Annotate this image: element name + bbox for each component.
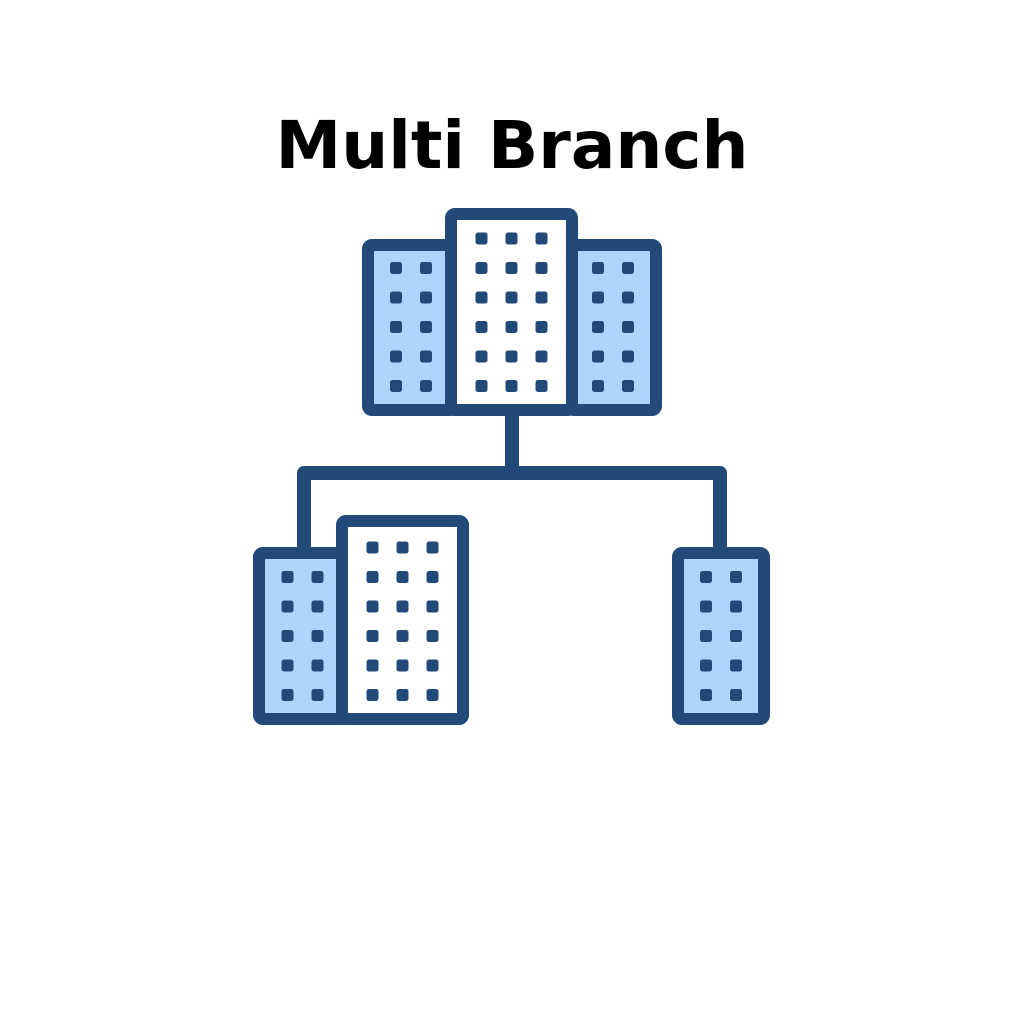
window — [366, 630, 379, 642]
window — [420, 262, 432, 274]
branch-right-building — [672, 547, 770, 725]
window — [390, 262, 402, 274]
window — [281, 659, 294, 672]
window — [420, 350, 432, 363]
hq-right-tower-body — [564, 239, 662, 416]
window — [366, 689, 379, 701]
window — [420, 321, 432, 333]
window — [475, 380, 488, 392]
window — [505, 291, 518, 304]
hq-left-tower-body — [362, 239, 460, 416]
window — [366, 541, 379, 554]
window — [535, 291, 548, 304]
window — [390, 321, 402, 333]
window — [396, 659, 409, 672]
window — [622, 291, 634, 304]
window — [366, 571, 379, 583]
page-title: Multi Branch — [275, 107, 749, 184]
window — [592, 350, 604, 363]
window — [426, 541, 439, 554]
window — [396, 689, 409, 701]
window — [420, 380, 432, 392]
window — [390, 350, 402, 363]
window — [592, 380, 604, 392]
window — [730, 571, 742, 583]
branch-right-body — [672, 547, 770, 725]
window — [426, 600, 439, 613]
window — [505, 232, 518, 245]
window — [535, 262, 548, 274]
hq-left-tower-building — [362, 239, 460, 416]
window — [535, 350, 548, 363]
window — [622, 380, 634, 392]
window — [700, 659, 712, 672]
window — [311, 571, 324, 583]
window — [535, 321, 548, 333]
window — [475, 262, 488, 274]
window — [700, 600, 712, 613]
window — [281, 630, 294, 642]
window — [281, 571, 294, 583]
branch-left-short-building — [253, 547, 352, 725]
window — [535, 232, 548, 245]
window — [281, 600, 294, 613]
window — [426, 659, 439, 672]
window — [311, 630, 324, 642]
window — [475, 291, 488, 304]
window — [396, 541, 409, 554]
window — [505, 262, 518, 274]
branch-left-tall-building — [336, 515, 469, 725]
window — [475, 321, 488, 333]
window — [475, 232, 488, 245]
window — [281, 689, 294, 701]
window — [396, 600, 409, 613]
window — [730, 689, 742, 701]
hq-center-tower-building — [445, 208, 578, 416]
window — [366, 600, 379, 613]
window — [311, 689, 324, 701]
window — [505, 321, 518, 333]
window — [730, 659, 742, 672]
window — [505, 350, 518, 363]
window — [426, 689, 439, 701]
window — [426, 571, 439, 583]
window — [396, 571, 409, 583]
window — [311, 659, 324, 672]
window — [396, 630, 409, 642]
window — [622, 321, 634, 333]
window — [535, 380, 548, 392]
window — [592, 262, 604, 274]
window — [475, 350, 488, 363]
buildings-group — [253, 208, 770, 725]
branch-connector-lines — [297, 412, 727, 551]
window — [730, 630, 742, 642]
hq-right-tower-building — [564, 239, 662, 416]
window — [592, 291, 604, 304]
window — [420, 291, 432, 304]
window — [505, 380, 518, 392]
window — [592, 321, 604, 333]
window — [730, 600, 742, 613]
window — [700, 689, 712, 701]
window — [622, 262, 634, 274]
window — [700, 630, 712, 642]
window — [426, 630, 439, 642]
branch-left-short-body — [253, 547, 352, 725]
window — [366, 659, 379, 672]
window — [390, 380, 402, 392]
window — [622, 350, 634, 363]
window — [390, 291, 402, 304]
branch-line — [297, 466, 727, 551]
window — [700, 571, 712, 583]
window — [311, 600, 324, 613]
